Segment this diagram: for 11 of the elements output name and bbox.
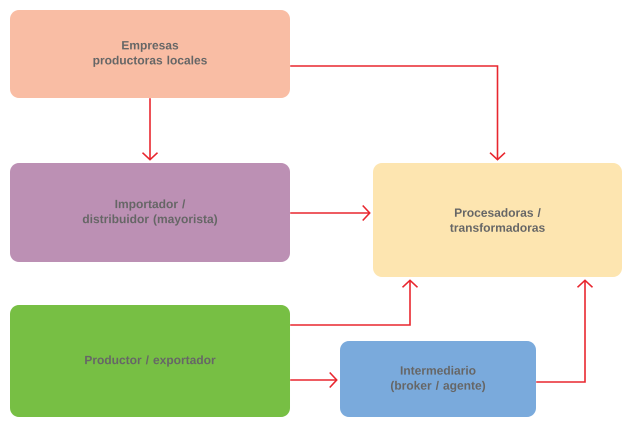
arrow	[142, 98, 158, 161]
process-box: Importador / distribuidor (mayorista)	[10, 163, 290, 262]
arrow	[290, 204, 371, 222]
arrow	[290, 279, 418, 326]
arrow	[536, 279, 594, 383]
process-box: Procesadoras / transformadoras	[373, 163, 622, 277]
process-box: Productor / exportador	[10, 305, 290, 417]
process-box: Intermediario (broker / agente)	[340, 341, 536, 417]
arrow	[290, 372, 338, 388]
process-box: Empresas productoras locales	[10, 10, 290, 98]
arrow	[290, 65, 506, 161]
